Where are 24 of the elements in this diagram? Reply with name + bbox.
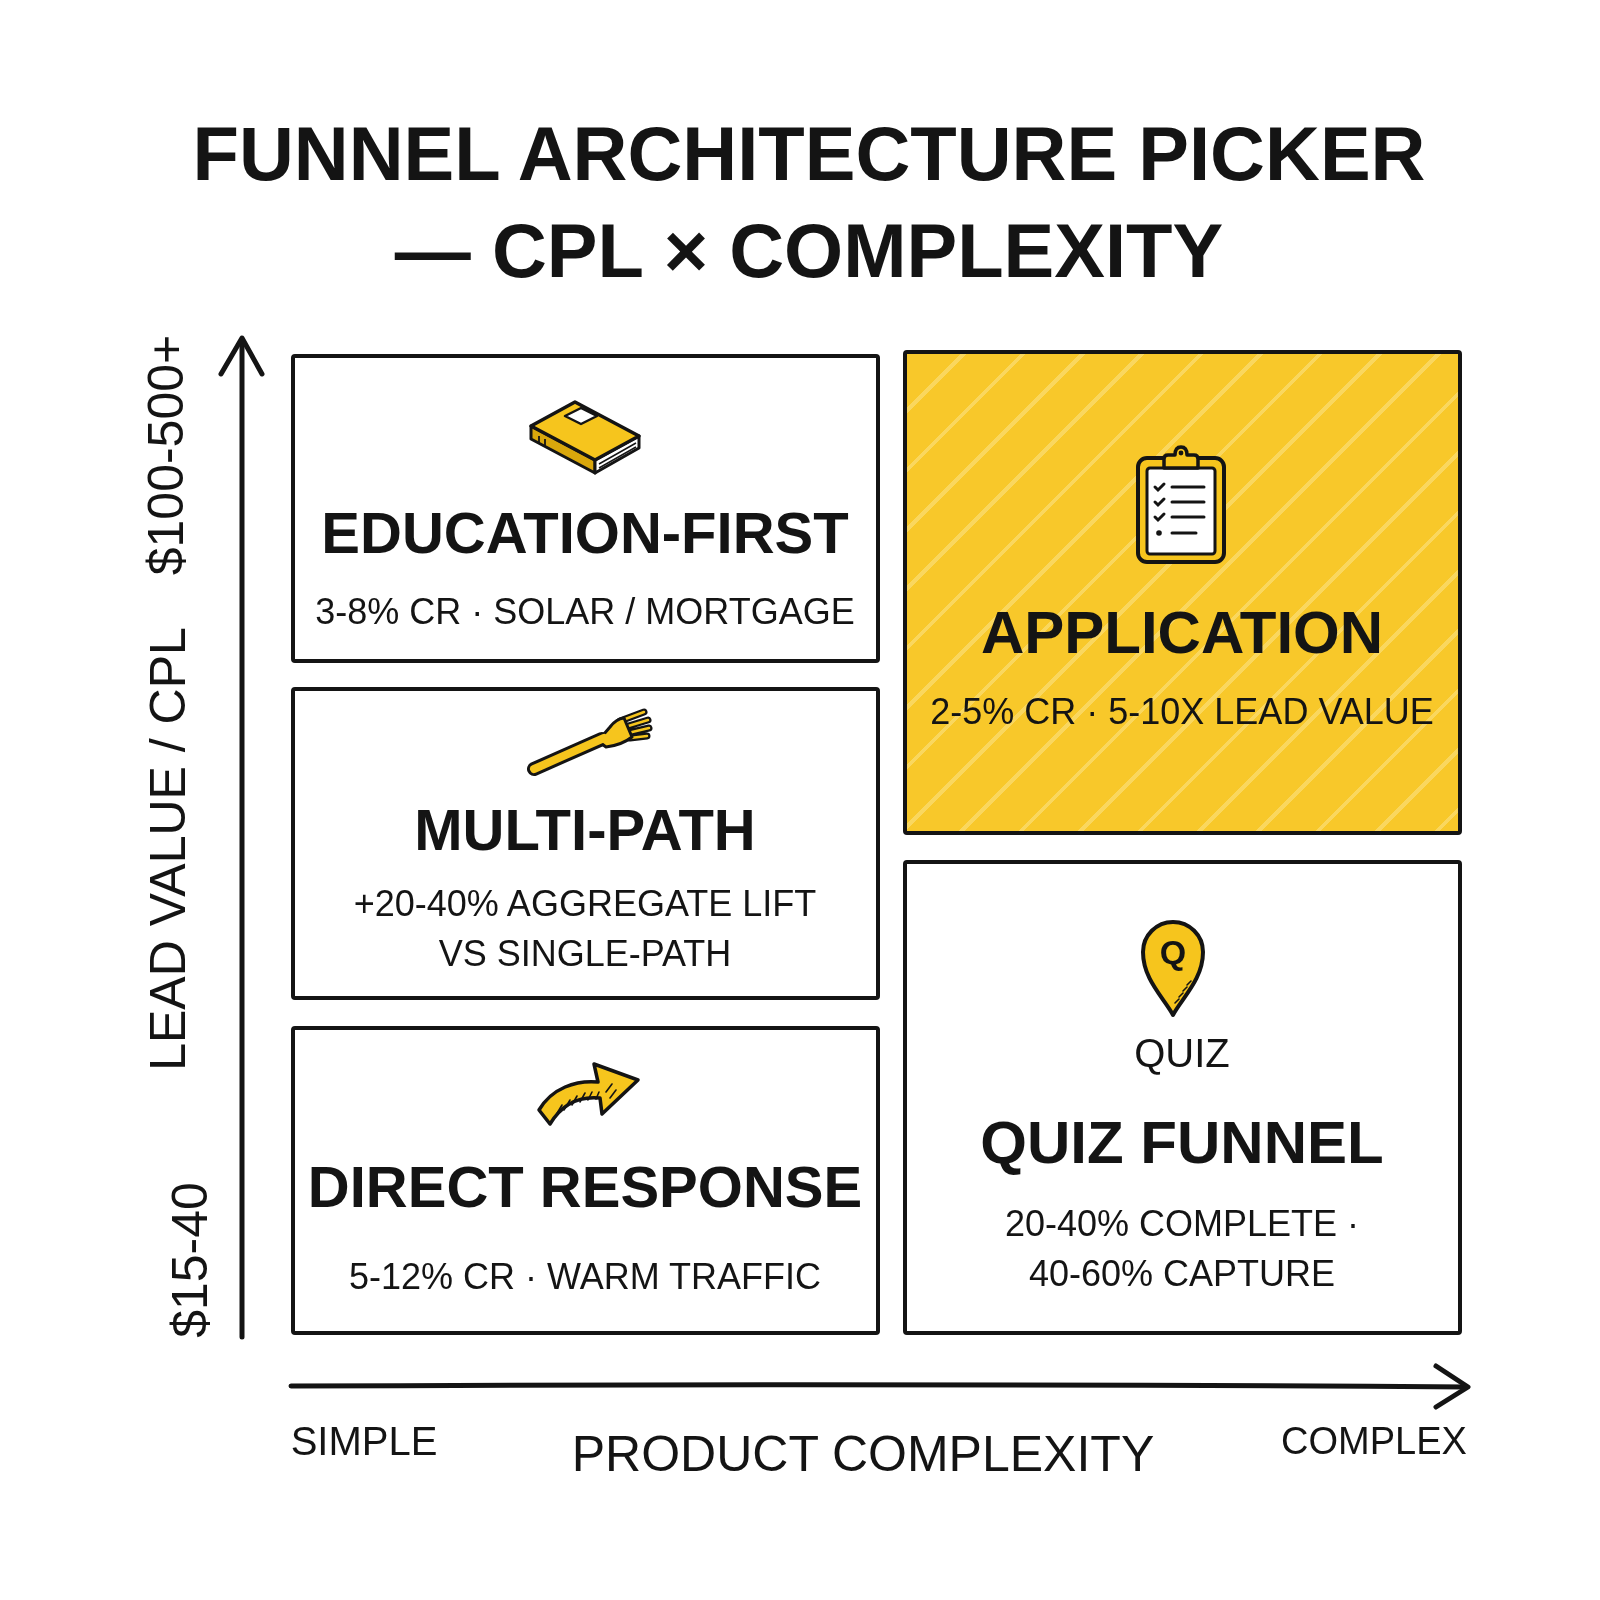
axis-end-label: COMPLEX	[1281, 1419, 1467, 1463]
card-heading: EDUCATION-FIRST	[321, 498, 849, 566]
axis-end-label: SIMPLE	[290, 1418, 438, 1464]
quadrant-card	[903, 860, 1462, 1335]
card-stats: 3-8% CR · SOLAR / MORTGAGE	[315, 590, 855, 632]
quadrant-card	[291, 687, 880, 1000]
axis-end-label: $100-500+	[137, 334, 195, 576]
title: FUNNEL ARCHITECTURE PICKER — CPL × COMPLEXITY	[191, 110, 1427, 295]
card-stats: +20-40% AGGREGATE LIFT VS SINGLE-PATH	[352, 882, 818, 976]
axis-title: LEAD VALUE / CPL	[139, 627, 197, 1071]
card-heading: DIRECT RESPONSE	[307, 1152, 863, 1220]
card-stats: 20-40% COMPLETE · 40-60% CAPTURE	[1003, 1202, 1361, 1296]
highlighted-quadrant-card	[903, 350, 1462, 835]
pin-letter: Q	[1159, 932, 1187, 972]
quadrant-card	[291, 1026, 880, 1335]
card-stats: 2-5% CR · 5-10X LEAD VALUE	[930, 690, 1434, 732]
card-heading: APPLICATION	[980, 597, 1384, 667]
axis-title: PRODUCT COMPLEXITY	[571, 1425, 1155, 1483]
card-stats: 5-12% CR · WARM TRAFFIC	[349, 1255, 821, 1297]
icon-caption: QUIZ	[1134, 1030, 1230, 1076]
quadrant-card	[291, 354, 880, 663]
axis-end-label: $15-40	[161, 1182, 219, 1338]
card-heading: QUIZ FUNNEL	[980, 1107, 1384, 1177]
card-heading: MULTI-PATH	[414, 795, 756, 863]
